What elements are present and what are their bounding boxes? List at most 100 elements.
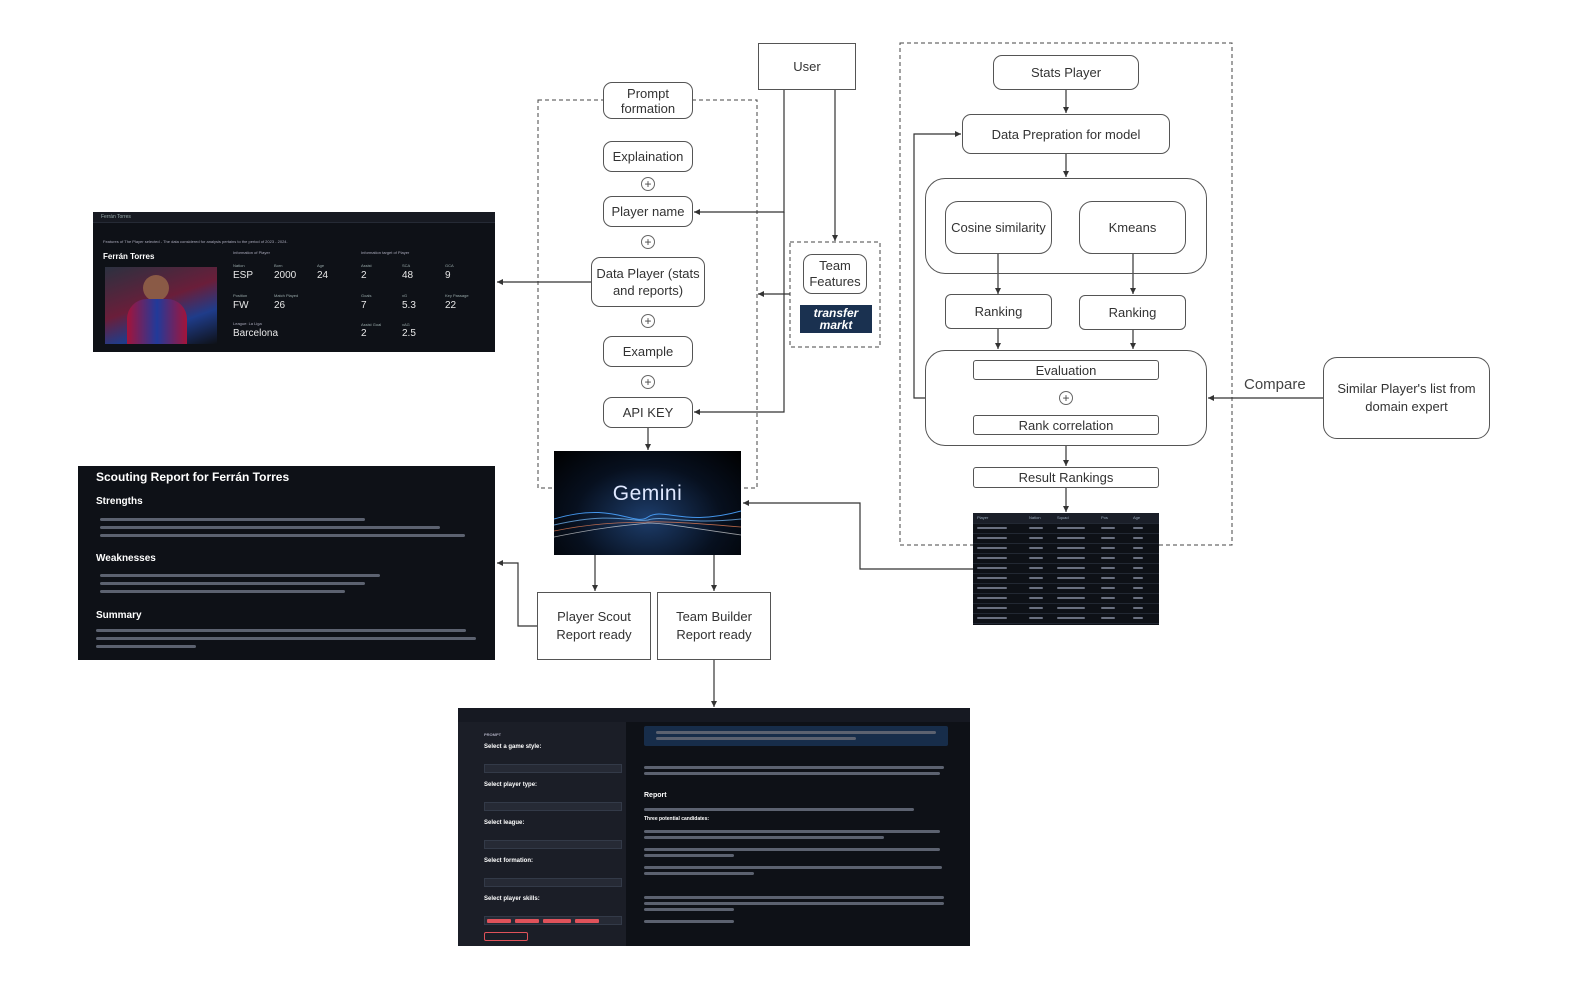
table-cell	[1057, 617, 1085, 619]
info-target-label: Information target of Player	[361, 250, 410, 255]
game-style-select[interactable]	[484, 764, 622, 773]
table-cell	[1029, 617, 1043, 619]
example-node: Example	[603, 336, 693, 367]
stat-value: Barcelona	[233, 328, 279, 339]
table-header: Player	[977, 515, 989, 520]
prompt-formation-node: Prompt formation	[603, 82, 693, 119]
league-select[interactable]	[484, 840, 622, 849]
table-cell	[1029, 547, 1043, 549]
gemini-waves	[554, 510, 741, 538]
table-cell	[1029, 567, 1043, 569]
stat-value: 2	[361, 270, 367, 281]
create-button[interactable]	[484, 932, 528, 941]
table-header: Squad	[1057, 515, 1069, 520]
table-to-gemini	[743, 500, 973, 570]
stat-value: 22	[445, 300, 457, 311]
player-type-heading: Select player type:	[484, 782, 538, 788]
stat-key: GCA	[445, 263, 454, 268]
result-rankings-label: Result Rankings	[1018, 470, 1114, 485]
stat-value: 9	[445, 270, 451, 281]
domain-expert-label: Similar Player's list from domain expert	[1337, 381, 1476, 414]
text-line	[644, 808, 914, 811]
team-features-node: Team Features	[803, 254, 867, 294]
table-cell	[1133, 577, 1143, 579]
formation-heading: Select formation:	[484, 858, 534, 864]
data-prep-label: Data Prepration for model	[991, 126, 1141, 142]
skill-chip[interactable]	[575, 919, 599, 923]
table-cell	[977, 537, 1007, 539]
text-line	[96, 629, 466, 632]
table-row	[973, 573, 1159, 584]
skill-chip[interactable]	[487, 919, 511, 923]
text-line	[100, 582, 365, 585]
stat-key: Nation	[233, 263, 245, 268]
table-cell	[977, 547, 1007, 549]
stat-value: FW	[233, 300, 249, 311]
explaination-label: Explaination	[612, 149, 684, 164]
ranking-table-screenshot: Player Nation Squad Pos Age	[973, 513, 1159, 625]
api-key-node: API KEY	[603, 397, 693, 428]
table-cell	[1057, 577, 1085, 579]
player-card-tab: Ferrán Torres	[93, 212, 495, 223]
table-cell	[1101, 587, 1115, 589]
rank-corr-label: Rank correlation	[1018, 417, 1114, 433]
skill-chip[interactable]	[515, 919, 539, 923]
team-features-label: Team Features	[809, 258, 861, 289]
table-header: Pos	[1101, 515, 1108, 520]
stat-value: 7	[361, 300, 367, 311]
text-line	[100, 574, 380, 577]
kmeans-label: Kmeans	[1108, 220, 1157, 235]
skills-multiselect[interactable]	[484, 916, 622, 925]
text-line	[644, 772, 940, 775]
table-cell	[1101, 567, 1115, 569]
table-row	[973, 613, 1159, 624]
stat-value: 24	[317, 270, 329, 281]
player-photo	[105, 267, 217, 344]
gemini-wordmark: Gemini	[612, 482, 683, 505]
stat-key: xAG	[402, 322, 410, 327]
text-line	[644, 848, 940, 851]
plus-connector: +	[641, 375, 655, 389]
table-cell	[1057, 607, 1085, 609]
table-row	[973, 583, 1159, 594]
report-title: Scouting Report for Ferrán Torres	[96, 470, 290, 484]
table-cell	[1133, 597, 1143, 599]
table-cell	[1029, 557, 1043, 559]
table-cell	[1057, 537, 1085, 539]
league-heading: Select league:	[484, 820, 525, 826]
text-line	[644, 854, 734, 857]
result-rankings-node: Result Rankings	[973, 467, 1159, 488]
stats-player-node: Stats Player	[993, 55, 1139, 90]
transfermarkt-logo: transfer markt	[800, 305, 872, 333]
table-cell	[977, 597, 1007, 599]
table-cell	[1057, 567, 1085, 569]
user-label: User	[793, 59, 821, 74]
text-line	[100, 526, 440, 529]
features-line: Features of The Player selected - The da…	[103, 239, 288, 244]
player-type-select[interactable]	[484, 802, 622, 811]
table-cell	[1101, 527, 1115, 529]
table-cell	[977, 557, 1007, 559]
summary-heading: Summary	[96, 610, 142, 621]
stat-key: Position	[233, 293, 248, 298]
table-cell	[1101, 537, 1115, 539]
kmeans-node: Kmeans	[1079, 201, 1186, 254]
scout-ready-label: Player Scout Report ready	[556, 609, 632, 642]
info-banner	[644, 726, 948, 746]
player-scout-ready-node: Player Scout Report ready	[537, 592, 651, 660]
scouting-report-screenshot: Scouting Report for Ferrán Torres Streng…	[78, 466, 495, 660]
table-cell	[1133, 567, 1143, 569]
stat-key: Assist	[361, 263, 372, 268]
stat-key: Key Passage	[445, 293, 469, 298]
stat-key: Born	[274, 263, 283, 268]
skill-chip[interactable]	[543, 919, 571, 923]
scout-to-report	[497, 560, 537, 627]
compare-label: Compare	[1244, 376, 1306, 393]
formation-select[interactable]	[484, 878, 622, 887]
table-cell	[1133, 527, 1143, 529]
table-cell	[1029, 587, 1043, 589]
table-cell	[977, 587, 1007, 589]
prompt-formation-label: Prompt formation	[620, 85, 676, 116]
text-line	[644, 830, 940, 833]
candidates-heading: Three potential candidates:	[644, 816, 710, 822]
